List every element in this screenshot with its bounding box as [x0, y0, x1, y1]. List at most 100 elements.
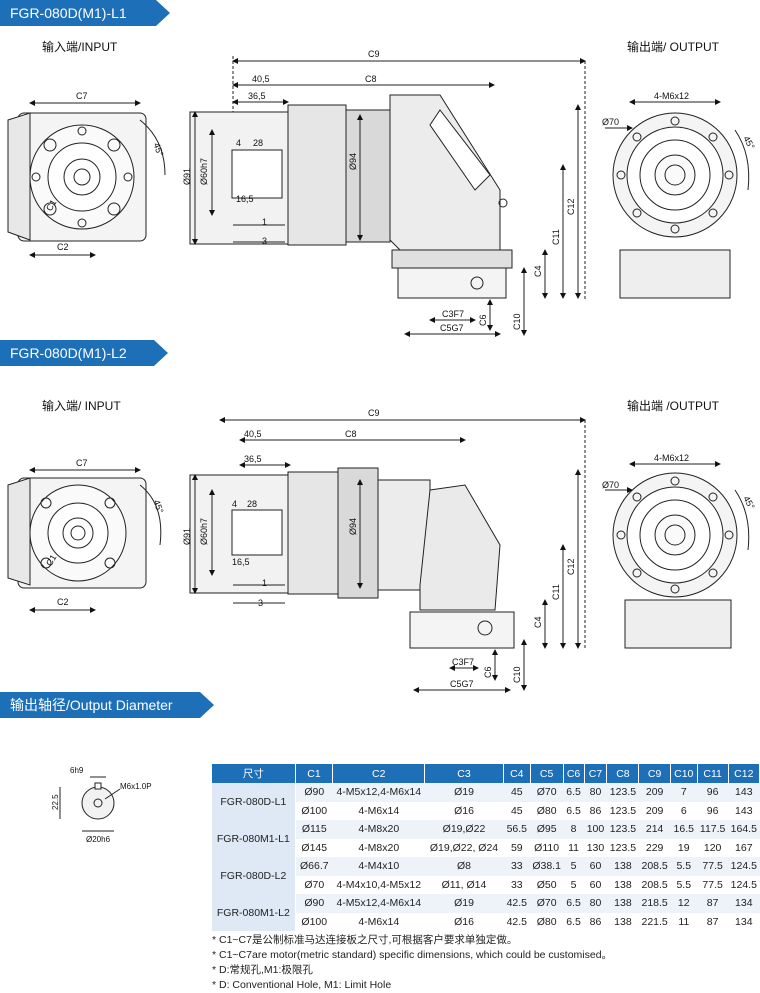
table-cell: 45: [503, 783, 531, 802]
header-cell: C4: [503, 764, 531, 783]
shaft-diameter-label: Ø20h6: [86, 835, 111, 844]
table-cell: 214: [638, 820, 671, 839]
table-cell: Ø70: [304, 878, 325, 891]
l2-d94-label: Ø94: [348, 518, 358, 535]
note-2: * C1~C7are motor(metric standard) specif…: [212, 949, 613, 961]
header-cell: C3: [424, 764, 504, 783]
table-cell: Ø90: [295, 894, 333, 913]
l1-c11-label: C11: [551, 229, 561, 245]
table-cell: 138: [614, 915, 632, 928]
table-cell: 208.5: [638, 857, 671, 876]
table-cell: 123.5: [609, 841, 637, 854]
l2-28-label: 28: [247, 499, 257, 509]
l1-c10-label: C10: [512, 313, 522, 330]
table-cell: 19: [677, 841, 690, 854]
l2-c3-label: C3F7: [452, 657, 474, 667]
l2-d91-label: Ø91: [182, 528, 192, 545]
notes: * C1~C7是公制标准马达连接板之尺寸,可根据客户要求单独定做。 * C1~C…: [212, 933, 612, 993]
l2-c9-label: C9: [368, 408, 380, 418]
table-cell: 221.5: [641, 915, 668, 928]
l1-c7-label: C7: [76, 91, 88, 101]
header-cell: 尺寸: [212, 764, 296, 783]
table-cell: 33: [503, 857, 531, 876]
table-cell: 5: [563, 857, 585, 876]
shaft-thread-label: M6x1.0P: [120, 782, 152, 791]
table-cell: 59: [510, 841, 523, 854]
table-cell: Ø19: [424, 783, 504, 802]
table-cell: 11: [568, 841, 579, 854]
l2-c5-label: C5G7: [450, 679, 474, 689]
header-cell: C2: [332, 764, 426, 783]
header-cell: C7: [584, 764, 608, 783]
table-cell: 56.5: [503, 820, 531, 839]
table-cell: 42.5: [506, 915, 528, 928]
table-cell: 117.5: [697, 820, 729, 839]
table-cell: 209: [645, 804, 664, 817]
table-cell: 4-M5x12,4-M6x14: [332, 783, 425, 802]
l1-d70-label: Ø70: [602, 117, 619, 127]
l2-c7-label: C7: [76, 458, 88, 468]
table-cell: 6.5: [566, 915, 581, 928]
l2-c10-label: C10: [512, 666, 522, 683]
note-1: * C1~C7是公制标准马达连接板之尺寸,可根据客户要求单独定做。: [212, 934, 518, 946]
table-cell: 4-M5x12,4-M6x14: [332, 894, 425, 913]
l1-28-label: 28: [253, 138, 263, 148]
l2-d60-label: Ø60h7: [199, 518, 209, 545]
model-cell: FGR-080D-L2: [212, 857, 296, 894]
table-cell: 4-M6x14: [358, 804, 400, 817]
table-cell: 8: [563, 820, 585, 839]
table-cell: 6.5: [566, 804, 581, 817]
l1-input-view: [7, 100, 166, 258]
table-cell: 4-M8x20: [358, 841, 400, 854]
note-4: * D: Conventional Hole, M1: Limit Hole: [212, 979, 392, 991]
l2-input-view: [7, 467, 162, 613]
l2-out-angle-label: 45°: [741, 494, 757, 511]
section-title-output-diameter: 输出轴径/Output Diameter: [0, 692, 214, 718]
table-cell: 60: [589, 878, 602, 891]
output-shaft-drawing: 6h9 22.5 M6x1.0P Ø20h6: [51, 766, 152, 844]
l2-c2-label: C2: [57, 597, 69, 607]
l2-holes-label: 4-M6x12: [654, 453, 689, 463]
table-cell: 123.5: [606, 783, 639, 802]
input-label-l1: 输入端/INPUT: [42, 40, 118, 54]
table-cell: 87: [697, 894, 729, 913]
l1-c9-label: C9: [368, 49, 380, 59]
l1-out-angle-label: 45°: [741, 134, 757, 151]
l1-1-label: 1: [262, 217, 267, 227]
table-cell: 143: [735, 804, 753, 817]
l2-c4-label: C4: [533, 616, 543, 628]
l2-1-label: 1: [262, 578, 267, 588]
l1-side-view: [189, 56, 586, 337]
l1-holes-label: 4-M6x12: [654, 91, 689, 101]
table-cell: 80: [584, 783, 607, 802]
table-cell: Ø50: [536, 878, 557, 891]
table-cell: 5: [570, 878, 577, 891]
table-cell: Ø66.7: [295, 857, 333, 876]
model-cell: FGR-080M1-L2: [212, 894, 296, 931]
l1-36-5-label: 36,5: [248, 91, 266, 101]
table-cell: Ø16: [454, 804, 474, 817]
header-cell: C8: [606, 764, 640, 783]
table-cell: 77.5: [702, 878, 723, 891]
l2-40-5-label: 40,5: [244, 429, 262, 439]
l2-side-view: [189, 417, 586, 693]
table-cell: 87: [706, 915, 719, 928]
table-cell: 143: [728, 783, 760, 802]
table-cell: 4-M8x20: [332, 820, 425, 839]
l1-16-5-label: 16,5: [236, 194, 254, 204]
table-cell: 164.5: [728, 820, 760, 839]
table-cell: 5.5: [670, 857, 698, 876]
l2-c8-label: C8: [345, 429, 357, 439]
table-cell: 60: [584, 857, 607, 876]
l1-d60-label: Ø60h7: [199, 158, 209, 185]
l1-40-5-label: 40,5: [252, 74, 270, 84]
